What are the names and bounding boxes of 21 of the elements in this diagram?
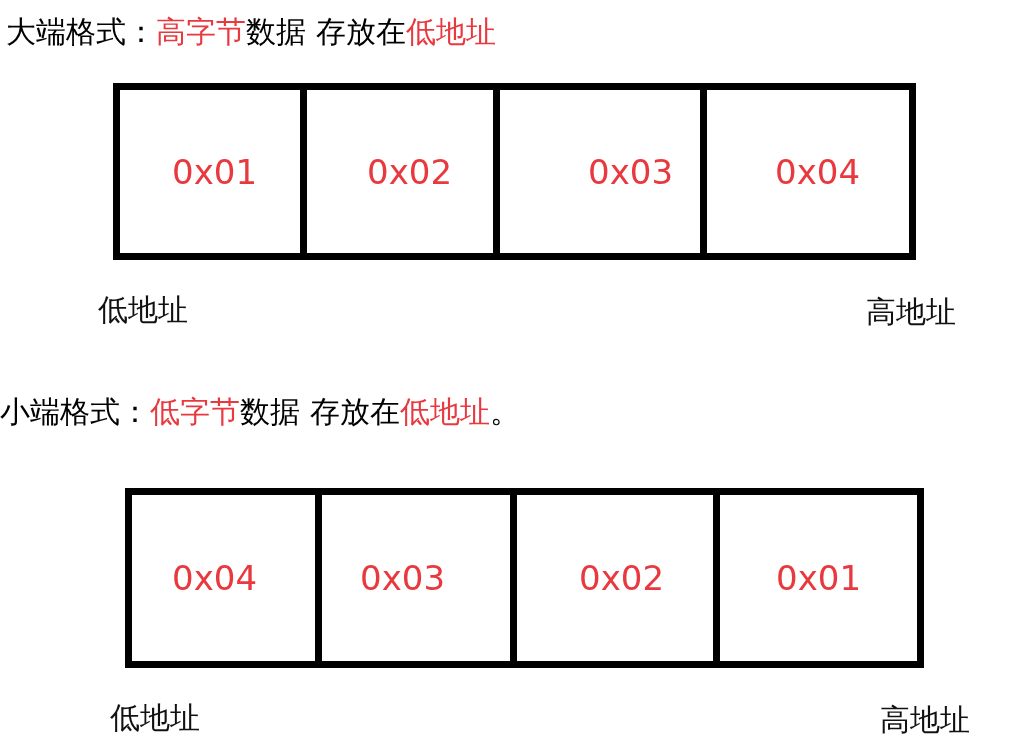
- heading-text: 数据 存放在: [246, 14, 406, 49]
- highlighted-text: 低地址: [405, 14, 496, 49]
- byte-value: 0x03: [588, 151, 674, 192]
- heading-text: 数据 存放在: [240, 394, 400, 429]
- heading-text: 。: [489, 394, 520, 429]
- byte-value: 0x02: [579, 558, 665, 598]
- byte-value: 0x04: [172, 558, 258, 598]
- highlighted-text: 低地址: [399, 394, 490, 429]
- heading-text: 大端格式：: [6, 14, 156, 49]
- highlighted-text: 高字节: [156, 14, 246, 49]
- heading-text: 小端格式：: [0, 394, 150, 429]
- byte-value: 0x02: [367, 151, 453, 192]
- address-label: 高地址: [866, 293, 956, 331]
- byte-value: 0x01: [776, 558, 862, 598]
- highlighted-text: 低字节: [150, 394, 240, 429]
- address-label: 低地址: [98, 291, 188, 329]
- byte-value: 0x01: [172, 151, 258, 192]
- byte-value: 0x04: [775, 151, 861, 192]
- address-label: 高地址: [880, 701, 970, 739]
- byte-value: 0x03: [360, 558, 446, 598]
- address-label: 低地址: [110, 699, 200, 737]
